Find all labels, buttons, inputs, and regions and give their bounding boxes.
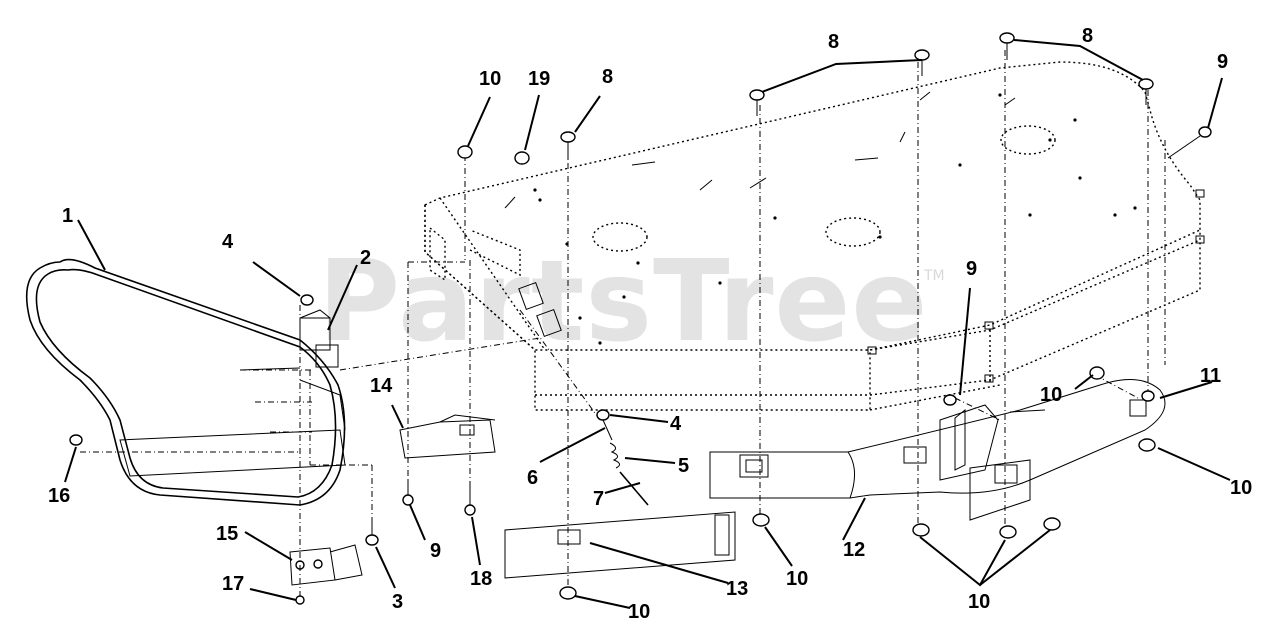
bolt-8d [999,32,1015,60]
callout-13: 13 [726,578,748,600]
assembly-lines [80,50,1166,600]
leaders [64,39,1231,609]
callout-14: 14 [370,375,393,397]
callout-5: 5 [678,455,689,477]
callout-4-center: 4 [670,413,682,435]
bolt-9-right [1167,126,1212,159]
callout-8-center: 8 [828,31,839,53]
callout-10-right: 10 [1040,384,1062,406]
deck-housing [424,61,1205,411]
callout-9-middle: 9 [966,258,977,280]
callout-9-bottom: 9 [430,540,441,562]
callout-10-far-right: 10 [1230,477,1252,499]
callout-1: 1 [62,205,73,227]
callout-8-left: 8 [602,66,613,88]
side-plate [939,404,1031,521]
baffle-12 [709,379,1166,499]
callout-labels: 1 2 3 4 4 5 6 7 8 8 8 9 9 9 10 10 10 10 … [48,25,1252,623]
bolt-8b [749,89,765,116]
callout-6: 6 [527,467,538,489]
callout-19: 19 [528,68,550,90]
partstree-watermark: PartsTree TM [318,237,945,367]
callout-15: 15 [216,523,238,545]
callout-11: 11 [1200,365,1221,387]
clamp-15 [289,544,363,586]
callout-10-top: 10 [479,68,501,90]
bolt-8c [914,49,930,76]
hardware [69,32,1212,605]
bumper-bar-1 [25,258,346,506]
callout-10-bottom-right: 10 [968,591,990,613]
callout-4-left: 4 [222,231,234,253]
callout-8-right: 8 [1082,25,1093,47]
watermark-text: PartsTree [318,237,928,367]
callout-10-bottom-center: 10 [786,568,808,590]
bracket-14 [399,414,496,459]
callout-3: 3 [392,591,403,613]
bolt-8a [560,131,576,160]
callout-10-bottom: 10 [628,601,650,623]
callout-12: 12 [843,539,865,561]
callout-17: 17 [222,573,244,595]
callout-7: 7 [593,488,604,510]
callout-16: 16 [48,485,70,507]
callout-9-top-right: 9 [1217,51,1228,73]
callout-2: 2 [360,247,371,269]
bolt-8e [1138,78,1154,105]
callout-18: 18 [470,568,492,590]
baffle-plate-13 [504,511,736,579]
watermark-trademark: TM [923,268,945,284]
